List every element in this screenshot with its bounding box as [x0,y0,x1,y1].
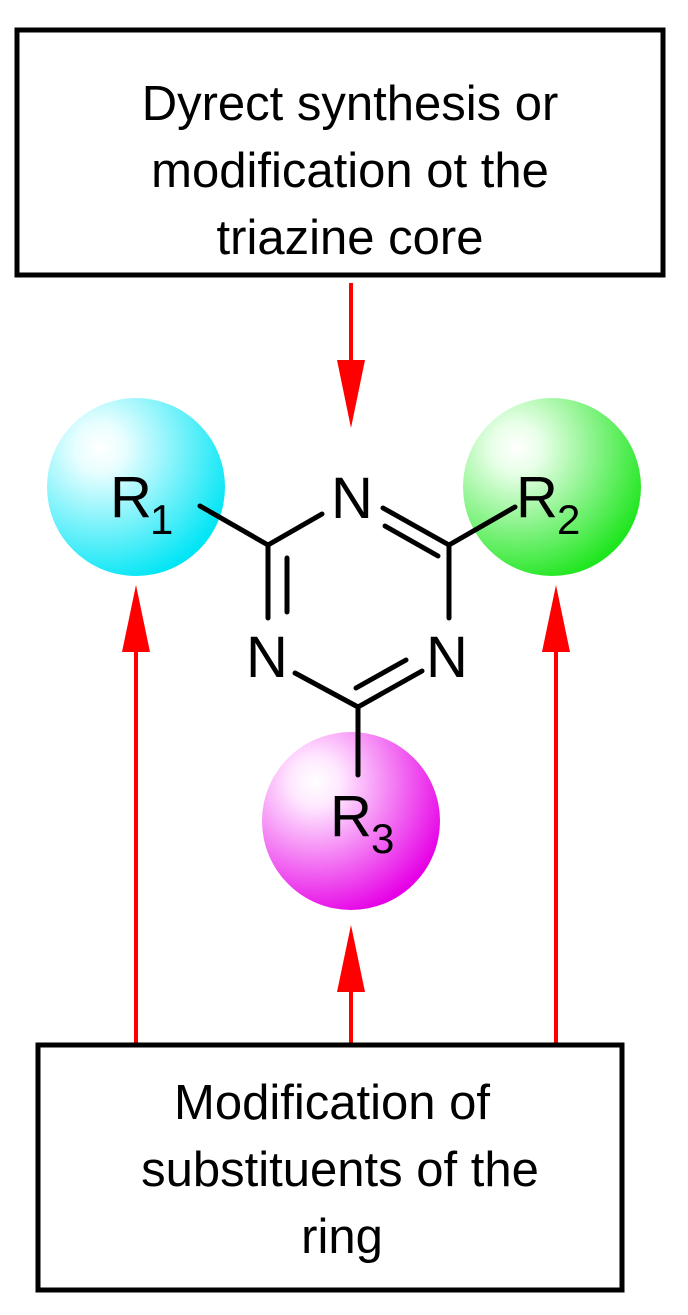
bond-c3-n2-double [353,657,409,691]
r2-label: R 2 [516,465,580,543]
bond-n1-c2 [380,505,452,548]
r2-index: 2 [557,496,580,543]
bottom-box-border [35,1042,625,1293]
arrow-bottom-to-r1 [122,585,150,1043]
bottom-box-line-1: Modification of [174,1076,490,1130]
r3-sphere [262,732,440,910]
r3-label: R 3 [330,784,394,862]
top-box-line-2: modification ot the [151,144,549,198]
top-box: Dyrect synthesis or modification ot the … [14,27,666,278]
r1-label: R 1 [110,465,173,543]
arrow-bottom-to-r2 [542,585,570,1043]
top-box-border [14,27,666,278]
bond-c3-n2 [355,668,425,710]
bottom-box: Modification of substituents of the ring [35,1042,625,1293]
arrow-top-to-core [337,283,365,428]
r3-letter: R [330,784,372,849]
bond-c1-n1 [265,511,325,548]
bottom-box-line-2: substituents of the [141,1143,539,1197]
r2-letter: R [516,465,558,530]
r2-sphere [463,398,641,576]
bond-n1-c2-double [382,523,441,559]
bond-r1 [197,503,271,548]
top-box-line-3: triazine core [217,211,484,265]
atom-n-top: N [331,466,373,531]
r1-sphere [47,398,225,576]
triazine-bonds [197,503,518,778]
bond-r2 [446,504,518,548]
atom-n-left: N [246,625,288,690]
atom-n-right: N [426,625,468,690]
r1-index: 1 [150,496,173,543]
bond-n3-c3 [292,670,361,710]
bottom-box-line-3: ring [301,1210,383,1264]
arrow-bottom-to-r3 [337,925,365,1043]
r3-index: 3 [371,815,394,862]
r1-letter: R [110,465,152,530]
top-box-line-1: Dyrect synthesis or [142,77,559,131]
